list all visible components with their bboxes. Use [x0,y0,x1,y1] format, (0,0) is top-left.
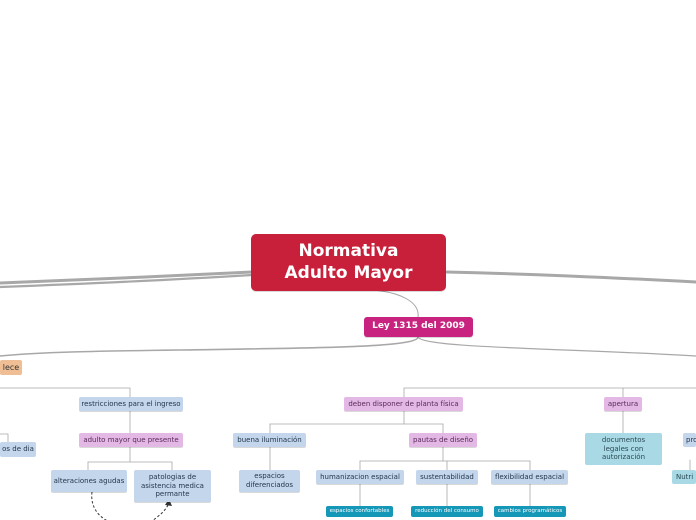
topic-programaticos[interactable]: cambios programáticos [494,506,566,517]
topic-iluminacion[interactable]: buena iluminación [233,433,306,447]
topic-espacios-diferenciados[interactable]: espacios diferenciados [239,470,300,492]
branch-ley-right [417,336,696,357]
topic-nutri[interactable]: Nutri [672,470,696,484]
topic-planta-fisica[interactable]: deben disponer de planta física [344,397,463,411]
root-topic-label: Normativa Adulto Mayor [284,241,413,283]
topic-establece[interactable]: lece [0,360,22,375]
topic-alteraciones[interactable]: alteraciones agudas [51,470,127,492]
topic-flexibilidad[interactable]: flexibilidad espacial [491,470,568,484]
topic-consumo[interactable]: reducción del consumo [411,506,483,517]
root-topic[interactable]: Normativa Adulto Mayor [251,234,446,291]
topic-adulto-mayor[interactable]: adulto mayor que presente [79,433,183,447]
relation-arrow-head [165,499,172,506]
topic-confortables[interactable]: espacios confortables [326,506,393,517]
topic-apertura[interactable]: apertura [604,397,642,411]
branch-left-main [0,270,254,285]
topic-ley[interactable]: Ley 1315 del 2009 [364,317,473,337]
branch-left-main-2 [0,273,254,289]
relation-dashed-link [91,491,170,520]
topic-pautas[interactable]: pautas de diseño [409,433,477,447]
branch-right-main [444,270,696,284]
topic-dia[interactable]: os de dia [0,442,36,457]
topic-sustentabilidad[interactable]: sustentabilidad [416,470,478,484]
topic-humanizacion[interactable]: humanizacion espacial [316,470,404,484]
branch-ley-left [0,336,419,357]
branch-root-ley [371,289,419,318]
topic-patologias[interactable]: patologias de asistencia medica permante [134,470,211,502]
topic-pro[interactable]: pro [683,433,696,447]
topic-ley-label: Ley 1315 del 2009 [372,321,465,332]
topic-documentos[interactable]: documentos legales con autorización [585,433,662,465]
topic-restricciones[interactable]: restricciones para el ingreso [79,397,183,411]
